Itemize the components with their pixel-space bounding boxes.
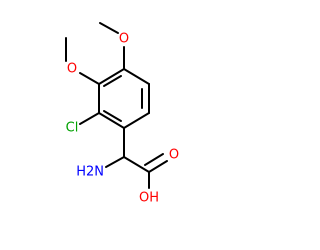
bond-calpha-cooh (123, 156, 150, 173)
bond-c-cl (79, 112, 100, 125)
ring-bond (98, 112, 125, 129)
atom-label-hydroxyl: OH (139, 191, 159, 206)
atom-label-oxygen: O (67, 62, 77, 77)
bond-calpha-n (105, 156, 125, 168)
atom-label-oxygen: O (119, 32, 129, 47)
molecule-diagram: O O Cl H2N OH O (65, 22, 179, 206)
atom-label-chlorine: Cl (66, 121, 79, 136)
bond-o-ch3 (99, 22, 119, 34)
ring-bond (123, 68, 150, 85)
atom-labels: O O Cl H2N OH O (66, 32, 179, 206)
ring-double-bond (103, 110, 122, 122)
atom-label-amine: H2N (76, 165, 104, 180)
ring-bond (123, 112, 150, 129)
bonds (65, 22, 168, 189)
ring-double-bond (103, 75, 122, 87)
bond-c-o-double (148, 160, 168, 173)
bond-c-o (79, 72, 100, 85)
atom-label-oxygen: O (169, 148, 179, 163)
bond-c-o-double (144, 153, 164, 166)
ring-bond (98, 68, 125, 85)
